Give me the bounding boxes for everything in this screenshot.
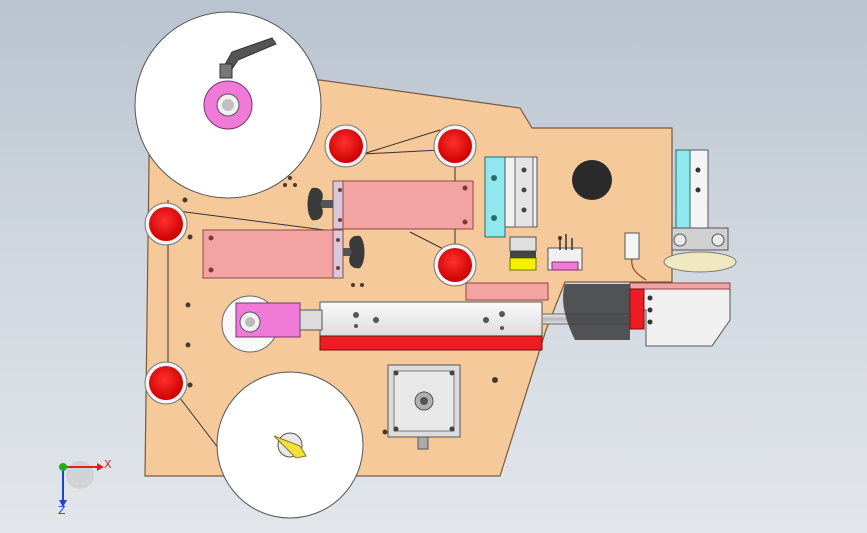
axis-x-label: X [104,458,112,471]
roller [433,124,477,168]
lower-reel [216,371,364,519]
tension-cylinder-lower [202,229,365,279]
limit-switch [624,232,647,281]
clamp-lever-lower [273,435,307,459]
slide-recess [563,284,630,340]
applicator-bracket [629,282,731,347]
roller [144,202,188,246]
roller [433,243,477,287]
tension-cylinder-upper [307,180,474,230]
roller [324,124,368,168]
guide-rollers [144,124,477,405]
label-sensor [547,234,583,271]
stepper-motor [387,364,461,450]
applicator-head [663,149,737,273]
axis-triad [59,461,104,507]
upper-reel [134,11,322,199]
label-guide-assembly [484,156,538,271]
mounting-hole [572,160,612,200]
rod-end-clamp [221,295,323,353]
peel-plate [465,282,549,301]
roller [144,361,188,405]
axis-z-label: Z [58,504,66,517]
